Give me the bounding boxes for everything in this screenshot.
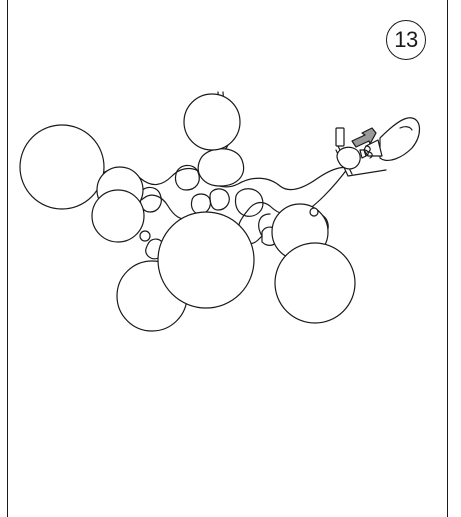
globe-left-large: [20, 125, 104, 209]
left-border-line: [7, 0, 8, 517]
globe-top: [184, 94, 240, 150]
globe-right-large: [275, 243, 355, 323]
insert-arrow-icon: [352, 128, 376, 147]
globe-left-small: [92, 190, 144, 242]
tiny-node: [310, 208, 318, 216]
socket-tab: [336, 128, 344, 146]
socket-ring: [337, 147, 360, 169]
step-number: 13: [394, 27, 418, 52]
globe-center-large: [158, 212, 254, 308]
connector-node: [210, 189, 229, 210]
connector-node: [235, 189, 262, 217]
connector-node: [175, 165, 199, 190]
connector-node: [191, 194, 210, 214]
light-bulb: [360, 118, 420, 161]
right-border-line: [447, 0, 448, 517]
tiny-node: [140, 231, 150, 241]
center-hub: [198, 149, 243, 186]
step-number-badge: 13: [386, 20, 426, 60]
